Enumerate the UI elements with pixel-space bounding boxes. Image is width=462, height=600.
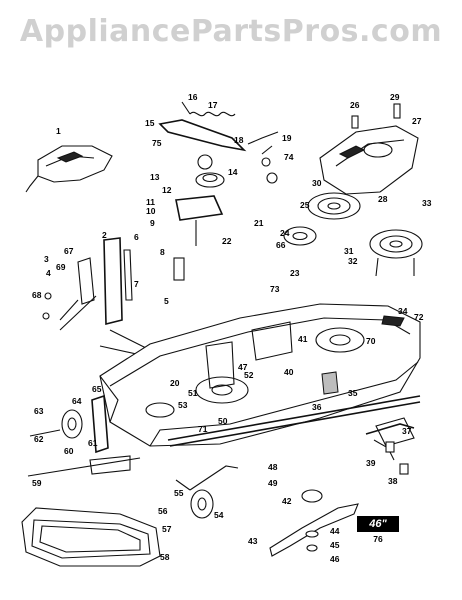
- callout-56: 56: [158, 506, 168, 516]
- callout-6: 6: [134, 232, 139, 242]
- callout-60: 60: [64, 446, 74, 456]
- callout-62: 62: [34, 434, 44, 444]
- callout-13: 13: [150, 172, 160, 182]
- callout-7: 7: [134, 279, 139, 289]
- center-gauge-wheel: [175, 465, 239, 519]
- deck-size-badge: 46" CUT: [357, 516, 399, 546]
- callout-21: 21: [254, 218, 264, 228]
- callout-49: 49: [268, 478, 278, 488]
- callout-72: 72: [414, 312, 424, 322]
- callout-64: 64: [72, 396, 82, 406]
- callout-51: 51: [188, 388, 198, 398]
- callout-41: 41: [298, 334, 308, 344]
- callout-25: 25: [300, 200, 310, 210]
- callout-40: 40: [284, 367, 294, 377]
- callout-34: 34: [398, 306, 408, 316]
- callout-16: 16: [188, 92, 198, 102]
- callout-45: 45: [330, 540, 340, 550]
- callout-59: 59: [32, 478, 42, 488]
- callout-35: 35: [348, 388, 358, 398]
- callout-57: 57: [162, 524, 172, 534]
- callout-44: 44: [330, 526, 340, 536]
- callout-27: 27: [412, 116, 422, 126]
- callout-32: 32: [348, 256, 358, 266]
- callout-37: 37: [402, 426, 412, 436]
- callout-11: 11: [146, 197, 155, 207]
- pulley-cover-part: [319, 103, 419, 195]
- callout-30: 30: [312, 178, 322, 188]
- callout-46: 46: [330, 554, 340, 564]
- callout-15: 15: [145, 118, 155, 128]
- callout-22: 22: [222, 236, 232, 246]
- callout-38: 38: [388, 476, 398, 486]
- callout-10: 10: [146, 206, 156, 216]
- drive-pulley: [283, 192, 361, 246]
- callout-33: 33: [422, 198, 432, 208]
- callout-67: 67: [64, 246, 74, 256]
- callout-24: 24: [280, 228, 290, 238]
- callout-39: 39: [366, 458, 376, 468]
- lower-belt-shield: [21, 507, 161, 567]
- mower-blade: [269, 489, 359, 557]
- callout-65: 65: [92, 384, 102, 394]
- callout-2: 2: [102, 230, 107, 240]
- callout-52: 52: [244, 370, 254, 380]
- callout-66: 66: [276, 240, 286, 250]
- right-rod: [365, 423, 415, 475]
- left-gauge-wheel: [27, 394, 141, 477]
- callout-14: 14: [228, 167, 238, 177]
- callout-12: 12: [162, 185, 172, 195]
- callout-1: 1: [56, 126, 61, 136]
- callout-19: 19: [282, 133, 292, 143]
- callout-58: 58: [160, 552, 170, 562]
- callout-36: 36: [312, 402, 322, 412]
- callout-17: 17: [208, 100, 218, 110]
- callout-5: 5: [164, 296, 169, 306]
- deck-size-callout: 76: [373, 534, 383, 544]
- callout-4: 4: [46, 268, 51, 278]
- callout-71: 71: [198, 424, 208, 434]
- callout-61: 61: [88, 438, 98, 448]
- callout-63: 63: [34, 406, 44, 416]
- callout-69: 69: [56, 262, 66, 272]
- callout-53: 53: [178, 400, 188, 410]
- callout-31: 31: [344, 246, 354, 256]
- callout-54: 54: [214, 510, 224, 520]
- callout-43: 43: [248, 536, 258, 546]
- callout-23: 23: [290, 268, 300, 278]
- callout-73: 73: [270, 284, 280, 294]
- watermark-text: AppliancePartsPros.com: [19, 14, 443, 49]
- idler-pulley-right: [369, 229, 423, 277]
- callout-18: 18: [234, 135, 244, 145]
- front-bumper-rod: [167, 395, 421, 447]
- callout-74: 74: [284, 152, 294, 162]
- spring-bracket-assembly: [158, 101, 279, 281]
- callout-47: 47: [238, 362, 248, 372]
- callout-29: 29: [390, 92, 400, 102]
- callout-50: 50: [218, 416, 228, 426]
- callout-20: 20: [170, 378, 180, 388]
- callout-8: 8: [160, 247, 165, 257]
- callout-55: 55: [174, 488, 184, 498]
- callout-75: 75: [152, 138, 162, 148]
- belt-shield-part: [25, 145, 113, 193]
- callout-70: 70: [366, 336, 376, 346]
- callout-9: 9: [150, 218, 155, 228]
- callout-26: 26: [350, 100, 360, 110]
- callout-68: 68: [32, 290, 42, 300]
- callout-3: 3: [44, 254, 49, 264]
- callout-42: 42: [282, 496, 292, 506]
- callout-48: 48: [268, 462, 278, 472]
- callout-28: 28: [378, 194, 388, 204]
